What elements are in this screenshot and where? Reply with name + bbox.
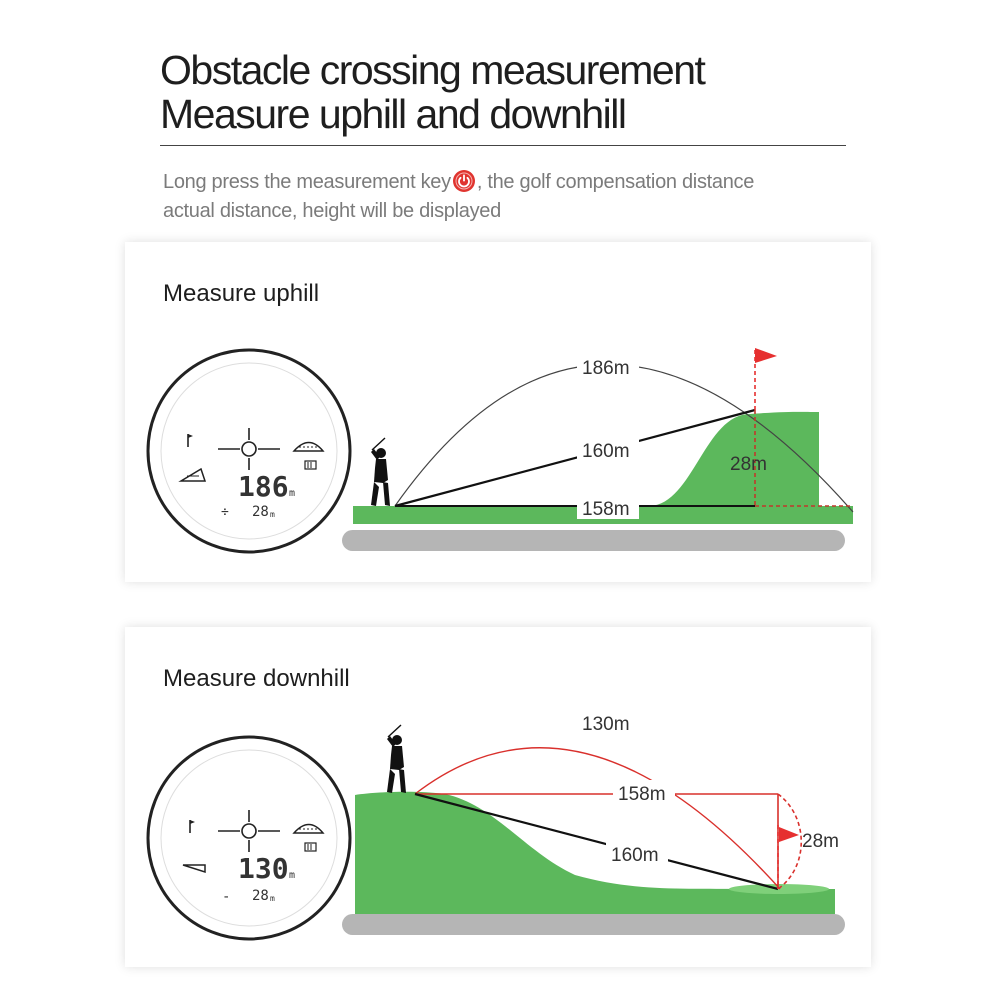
downhill-card: Measure downhill (125, 627, 871, 967)
uphill-height-label: 28m (730, 454, 767, 475)
uphill-golfer-icon (371, 437, 390, 506)
downhill-height-sign: - (222, 889, 230, 905)
downhill-slope-line (414, 792, 779, 891)
title-line-2: Measure uphill and downhill (160, 91, 627, 137)
uphill-flag-mode-icon (187, 434, 193, 447)
title-divider (160, 145, 846, 146)
downhill-height-unit: m (270, 894, 275, 903)
downhill-arc-line (414, 747, 781, 890)
uphill-battery-icon (304, 460, 317, 470)
uphill-hill (353, 411, 853, 524)
uphill-card: Measure uphill (125, 242, 871, 582)
downhill-slope-label: 160m (611, 845, 659, 866)
uphill-height-value: 28 (252, 504, 269, 520)
uphill-rangefinder-display: 186 m ÷ 28 m (146, 348, 352, 554)
downhill-crosshair-icon (218, 810, 280, 852)
uphill-title: Measure uphill (163, 280, 320, 307)
uphill-slope-icon (178, 467, 207, 482)
uphill-ground (342, 530, 845, 551)
description-line-1: Long press the measurement key , the golf… (163, 168, 853, 197)
power-icon (452, 170, 475, 192)
uphill-crosshair-icon (218, 428, 280, 470)
uphill-display-unit: m (289, 488, 295, 499)
downhill-flag-icon (777, 825, 799, 889)
downhill-ground (342, 914, 845, 935)
uphill-height-sign: ÷ (221, 505, 229, 520)
downhill-scan-mode-icon (292, 823, 325, 834)
downhill-diagram: 130 m - 28 m (146, 710, 845, 941)
uphill-flag-icon (754, 348, 777, 410)
description-line-2: actual distance, height will be displaye… (163, 200, 501, 222)
downhill-hill (355, 791, 835, 914)
uphill-slope-line (394, 408, 756, 508)
downhill-arc-label: 130m (582, 714, 630, 735)
uphill-height-unit: m (270, 510, 275, 519)
page-title: Obstacle crossing measurement Measure up… (160, 47, 706, 137)
downhill-display-unit: m (289, 870, 295, 881)
uphill-horizontal-label: 158m (582, 499, 630, 520)
downhill-rangefinder-display: 130 m - 28 m (146, 735, 352, 941)
uphill-arc-label: 186m (582, 358, 630, 379)
downhill-height-label: 28m (802, 831, 839, 852)
downhill-display-value: 130 (238, 852, 289, 885)
uphill-diagram: 186 m ÷ 28 m 186 (146, 348, 854, 554)
downhill-title: Measure downhill (163, 665, 350, 692)
downhill-slope-icon (182, 864, 206, 874)
uphill-slope-label: 160m (582, 441, 630, 462)
downhill-golfer-icon (387, 724, 406, 793)
downhill-battery-icon (304, 842, 317, 852)
description: Long press the measurement key , the golf… (163, 168, 853, 226)
downhill-horizontal-label: 158m (618, 784, 666, 805)
description-part-2: , the golf compensation distance (476, 171, 755, 193)
description-part-1: Long press the measurement key (163, 171, 451, 193)
downhill-height-value: 28 (252, 888, 269, 904)
uphill-display-value: 186 (238, 470, 289, 503)
downhill-height-bracket (777, 793, 803, 890)
title-line-1: Obstacle crossing measurement (160, 47, 706, 93)
downhill-flag-mode-icon (189, 820, 195, 833)
uphill-scan-mode-icon (292, 441, 325, 452)
